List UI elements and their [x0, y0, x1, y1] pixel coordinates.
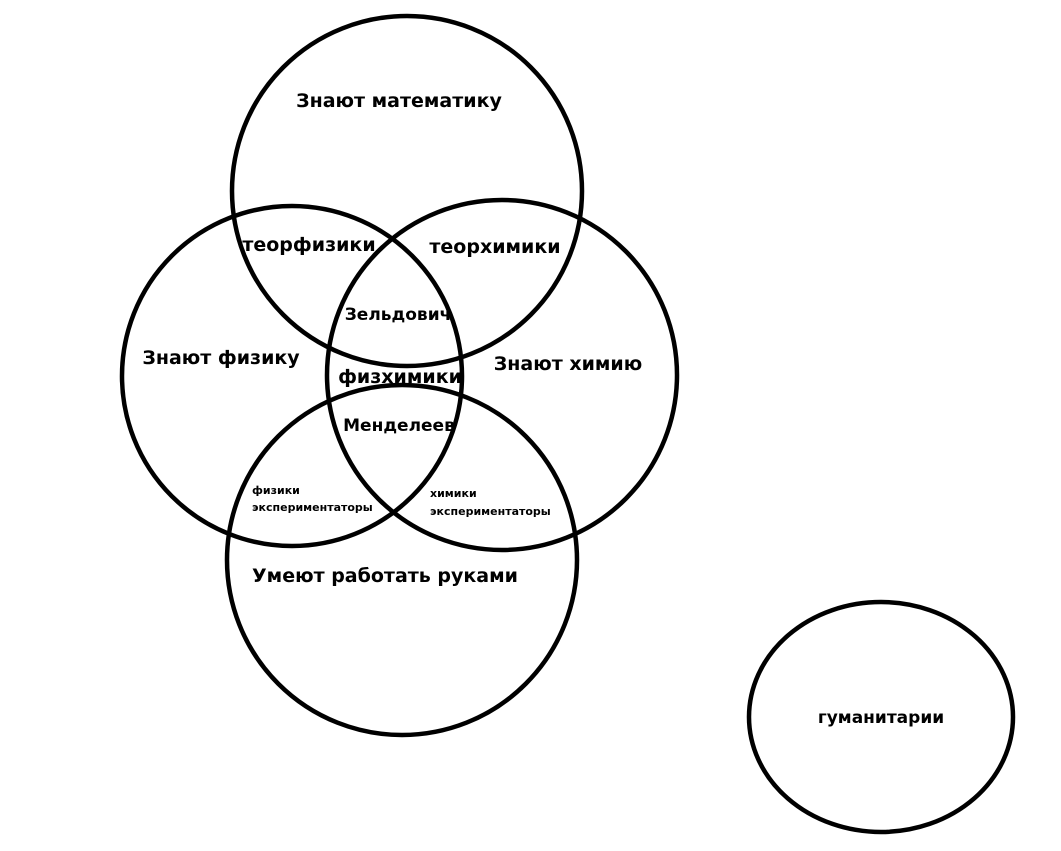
- humanities-label: гуманитарии: [818, 708, 944, 728]
- physics-circle: [119, 203, 465, 549]
- zeldovich-label: Зельдович: [345, 305, 452, 325]
- theor-chemists-label: теорхимики: [429, 236, 560, 258]
- math-circle: [229, 13, 585, 369]
- exp-chemists-label-line2: экспериментаторы: [430, 505, 551, 518]
- theor-physicists-label: теорфизики: [242, 234, 375, 256]
- physchemists-label: физхимики: [338, 366, 462, 388]
- mendeleev-label: Менделеев: [343, 416, 455, 436]
- hands-label: Умеют работать руками: [252, 565, 518, 587]
- humanities-circle: [746, 599, 1016, 835]
- hands-circle: [224, 382, 580, 738]
- exp-physicists-label-line2: экспериментаторы: [252, 501, 373, 514]
- math-label: Знают математику: [296, 90, 502, 112]
- chemistry-circle: [324, 197, 680, 553]
- physics-label: Знают физику: [142, 347, 300, 369]
- exp-physicists-label-line1: физики: [252, 484, 300, 497]
- exp-chemists-label-line1: химики: [430, 487, 477, 500]
- chemistry-label: Знают химию: [494, 353, 642, 375]
